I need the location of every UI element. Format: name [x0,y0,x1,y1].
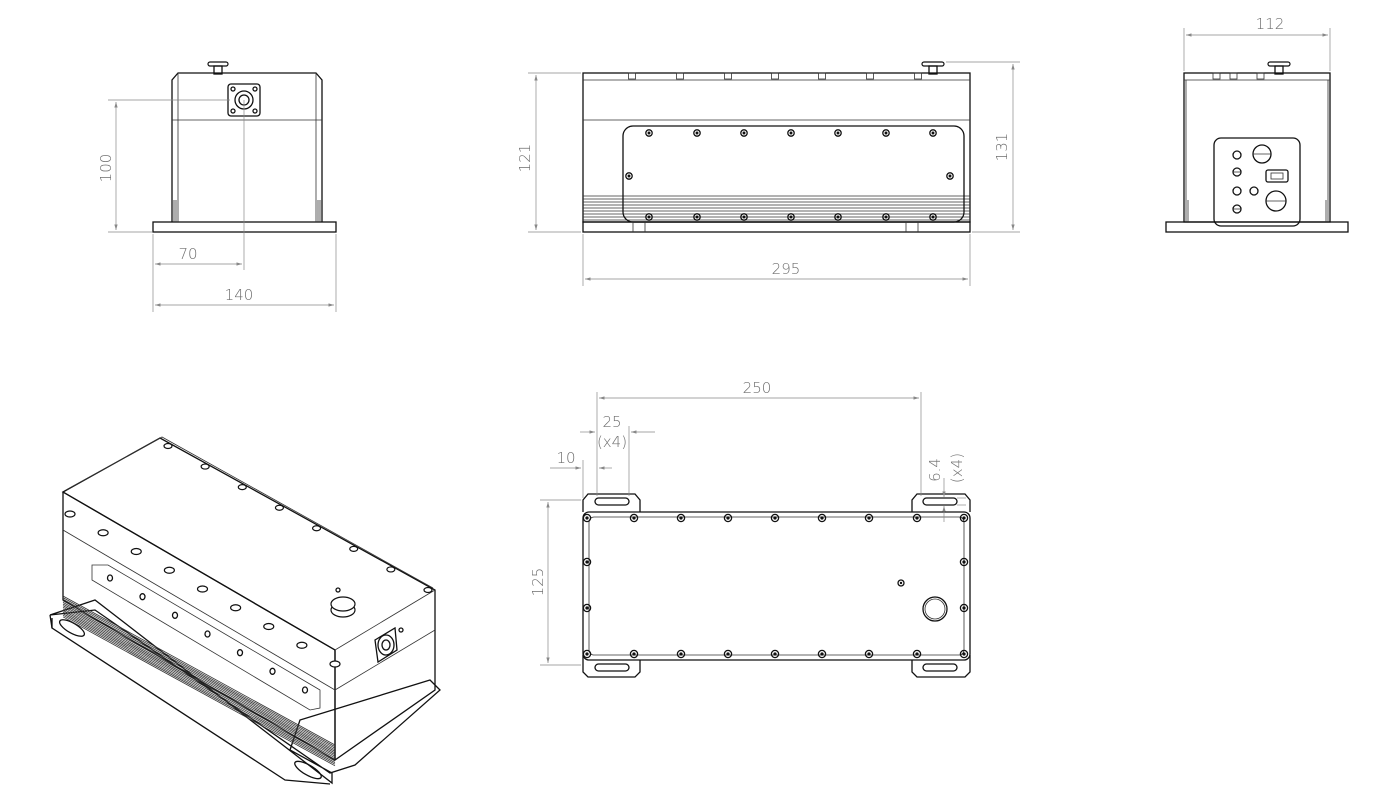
screw-icon [236,649,244,657]
screw-icon [163,566,175,574]
screw-icon [740,213,748,221]
screw-icon [629,649,639,659]
screw-icon [834,213,842,221]
screw-icon [959,557,969,567]
screw-icon [645,129,653,137]
dim-bottom-slot-width-qty: (x4) [948,453,966,483]
screw-icon [311,525,322,532]
screw-icon [301,686,309,694]
dim-front-center: 70 [178,245,197,263]
screw-icon [204,630,211,638]
screw-icon [130,547,142,556]
end-view: 112 [1165,15,1349,233]
screw-icon [959,603,969,613]
screw-icon [693,129,701,137]
screw-icon [163,442,173,450]
dim-bottom-slot-length: 25 [602,413,621,431]
screw-icon [959,513,969,523]
screw-icon [230,604,242,612]
screw-icon [676,513,686,523]
screw-icon [882,129,890,137]
screw-icon [200,463,210,470]
screw-icon [770,513,780,523]
dim-side-height-inner: 121 [516,144,534,173]
dim-bottom-depth: 125 [529,568,547,597]
screw-icon [64,510,76,518]
screw-icon [787,213,795,221]
screw-icon [817,649,827,659]
screw-icon [787,129,795,137]
screw-icon [171,611,179,619]
screw-icon [645,213,653,221]
screw-icon [263,622,275,631]
screw-icon [625,172,633,180]
screw-icon [349,545,359,552]
connector-panel [1213,137,1301,227]
screw-icon [770,649,780,659]
dim-side-length: 295 [772,260,801,278]
screw-icon [139,593,146,601]
dim-bottom-slot-width: 6.4 [926,458,944,482]
bottom-view: 250 25 (x4) 10 125 6.4 (x4) [529,379,971,678]
dim-front-width: 140 [225,286,254,304]
dim-front-height: 100 [97,154,115,183]
screw-icon [740,129,748,137]
screw-icon [629,513,639,523]
screw-icon [97,529,109,537]
screw-icon [296,641,308,649]
screw-icon [882,213,890,221]
dim-bottom-offset: 10 [556,449,575,467]
screw-icon [959,649,969,659]
screw-icon [676,649,686,659]
screw-icon [423,586,433,594]
screw-icon [582,649,592,659]
screw-icon [693,213,701,221]
side-cover-panel [622,125,965,223]
screw-icon [929,129,937,137]
screw-icon [864,513,874,523]
screw-icon [912,649,922,659]
screw-icon [237,484,247,491]
front-view: 100 70 140 [97,61,337,312]
isometric-view [49,436,441,785]
screw-icon [329,660,341,668]
side-view: 121 131 295 [516,61,1020,286]
screw-icon [269,667,276,675]
screw-icon [929,213,937,221]
screw-icon [912,513,922,523]
screw-icon [723,649,733,659]
screw-icon [386,566,396,573]
dim-bottom-spacing: 250 [743,379,772,397]
screw-icon [196,585,209,593]
screw-icon [274,504,285,511]
screw-icon [817,513,827,523]
dim-bottom-slot-length-qty: (x4) [597,433,627,451]
screw-icon [946,172,954,180]
screw-icon [582,603,592,613]
screw-icon [582,513,592,523]
screw-icon [864,649,874,659]
screw-icon [834,129,842,137]
screw-icon [106,574,114,582]
dim-side-height-total: 131 [993,133,1011,162]
dim-end-width: 112 [1256,15,1285,33]
screw-icon [723,513,733,523]
screw-icon [582,557,592,567]
